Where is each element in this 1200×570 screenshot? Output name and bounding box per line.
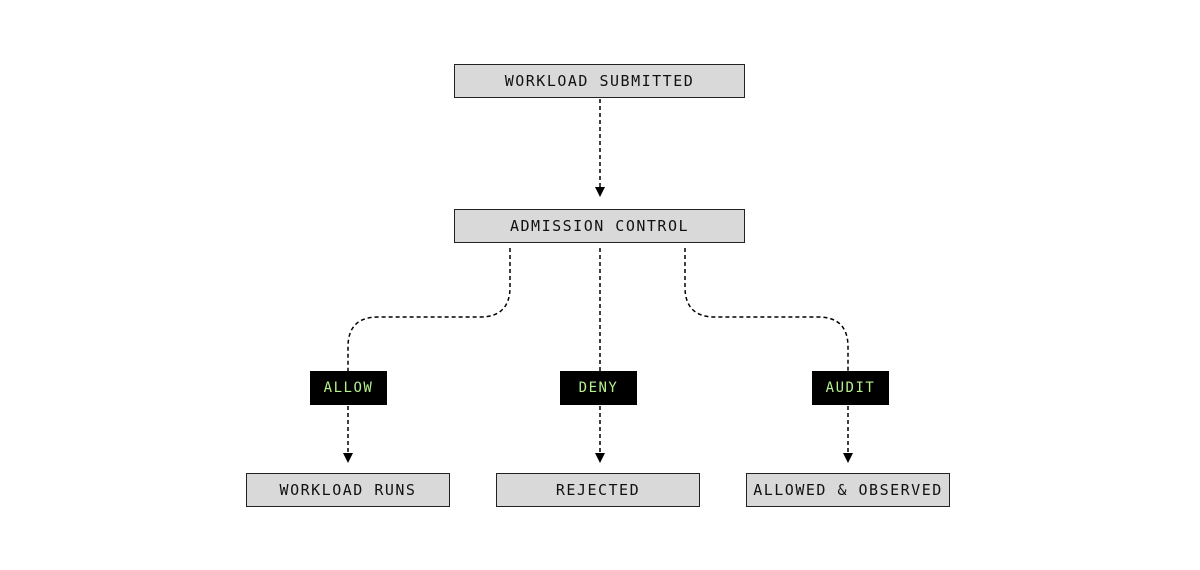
decision-deny-badge: DENY [560, 371, 637, 405]
node-allowed-observed: ALLOWED & OBSERVED [746, 473, 950, 507]
connector-admission-to-audit [684, 248, 849, 371]
node-rejected: REJECTED [496, 473, 700, 507]
node-workload-runs: WORKLOAD RUNS [246, 473, 450, 507]
node-workload-submitted: WORKLOAD SUBMITTED [454, 64, 745, 98]
connector-admission-to-allow [347, 248, 511, 371]
decision-allow-badge: ALLOW [310, 371, 387, 405]
decision-audit-badge: AUDIT [812, 371, 889, 405]
node-admission-control: ADMISSION CONTROL [454, 209, 745, 243]
